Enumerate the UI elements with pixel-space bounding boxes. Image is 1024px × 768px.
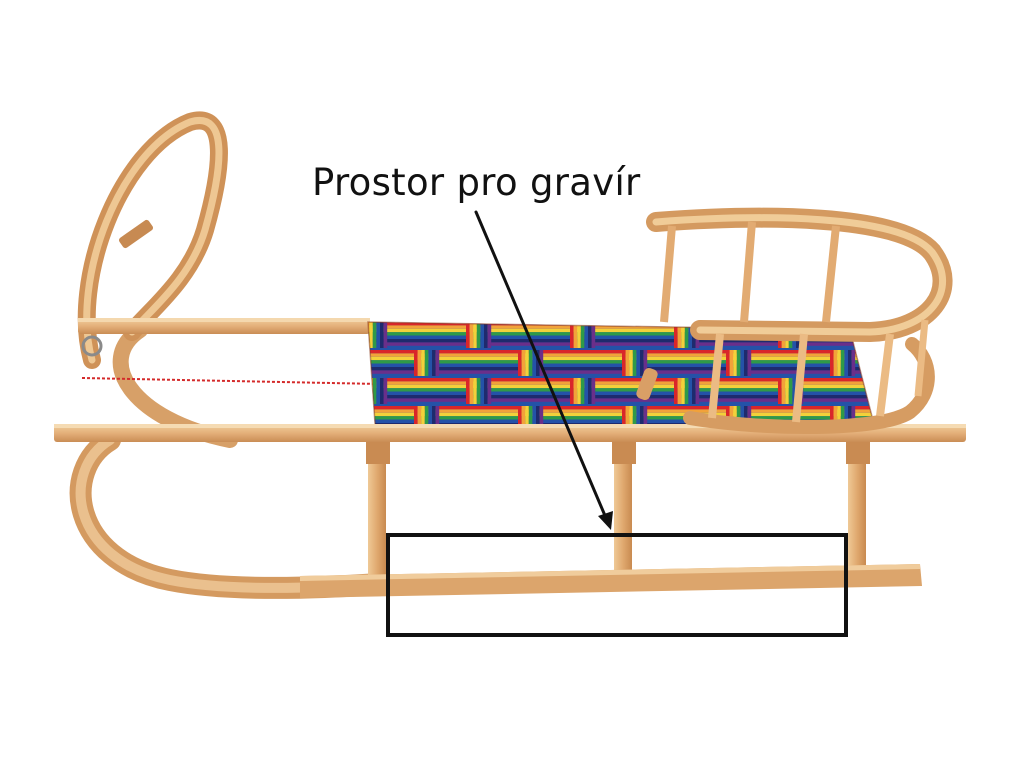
sled-legs — [366, 442, 870, 578]
engraving-area-label: Prostor pro gravír — [312, 161, 641, 204]
sled-bottom-runner — [300, 564, 922, 598]
annotation-arrow — [474, 210, 613, 530]
sled-upper-rail — [78, 318, 370, 334]
sled-backrest — [636, 207, 953, 435]
engraving-area-frame — [386, 533, 848, 637]
